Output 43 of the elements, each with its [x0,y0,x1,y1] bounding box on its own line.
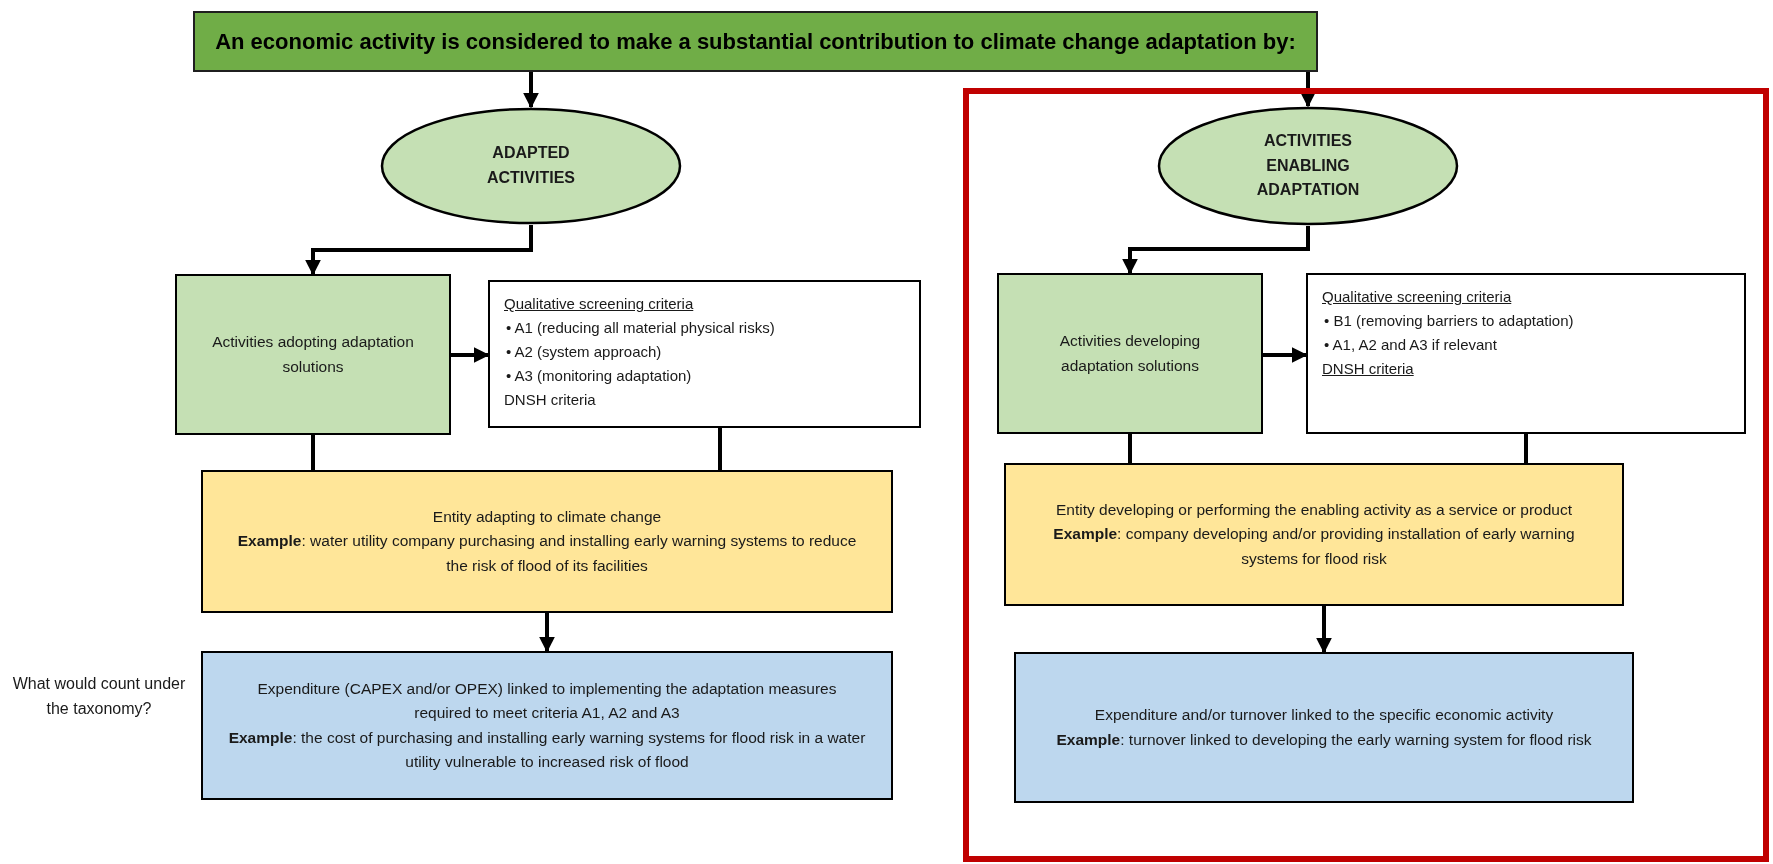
criteria-heading: DNSH criteria [1322,359,1414,379]
connector-arrow [1300,72,1316,108]
entity-box [1004,463,1624,606]
category-label: ACTIVITIES ENABLING ADAPTATION [1255,130,1361,201]
highlight-frame [963,88,1769,862]
connector-arrow [305,225,533,276]
criteria-item: • B1 (removing barriers to adaptation) [1323,311,1574,331]
activity-box [175,274,451,435]
criteria-item: • A3 (monitoring adaptation) [505,366,692,386]
box-text: Activities developing adaptation solutions [1058,331,1202,376]
heading-text: An economic activity is considered to make a substantial contribution to climate change adaptation by: [215,27,1296,56]
category-label: ADAPTED ACTIVITIES [486,143,576,188]
heading-banner [193,11,1318,72]
box-text: Example: turnover linked to developing the early warning system for flood risk [1056,729,1592,750]
criteria-item: • A1, A2 and A3 if relevant [1323,335,1497,355]
entity-box [201,470,893,613]
box-text: Expenditure and/or turnover linked to the specific economic activity [1094,705,1554,726]
box-text: Entity developing or performing the enabling activity as a service or product [1055,500,1573,521]
criteria-heading: Qualitative screening criteria [1322,287,1512,307]
connector-arrow [1263,347,1308,363]
connector-arrow [1316,606,1332,654]
criteria-heading: Qualitative screening criteria [504,294,694,314]
activity-box [997,273,1263,434]
expenditure-box [1014,652,1634,803]
box-text: Example: the cost of purchasing and installing early warning systems for flood risk in a water utility vulnerable to increased risk of flood [227,727,867,772]
box-text: Entity adapting to climate change [432,507,662,528]
criteria-heading: DNSH criteria [504,390,596,410]
category-ellipse [380,107,682,225]
criteria-box [488,280,921,428]
row-question: What would count under the taxonomy? [11,674,187,719]
box-text: Expenditure (CAPEX and/or OPEX) linked to implementing the adaptation measures required to meet criteria A1, A2 and A3 [256,679,838,724]
box-text: Example: water utility company purchasing and installing early warning systems to reduce the risk of flood of its facilities [236,531,858,576]
criteria-item: • A2 (system approach) [505,342,662,362]
box-text: Example: company developing and/or providing installation of early warning systems for flood risk [1052,524,1576,569]
criteria-item: • A1 (reducing all material physical risks) [505,318,775,338]
connector-arrow [539,613,555,653]
criteria-box [1306,273,1746,434]
connector-arrow [451,347,490,363]
connector-arrow [1122,226,1310,275]
expenditure-box [201,651,893,800]
category-ellipse [1157,106,1459,226]
box-text: Activities adopting adaptation solutions [211,332,415,377]
connector-arrow [523,72,539,109]
